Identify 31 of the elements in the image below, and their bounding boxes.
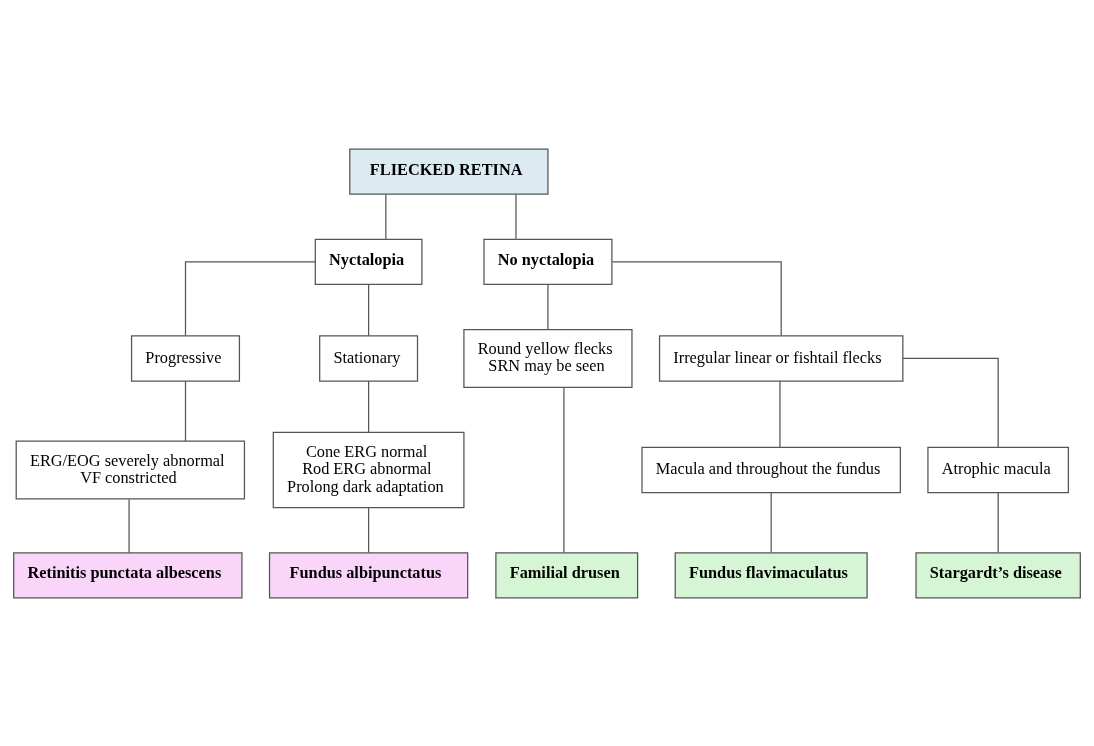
connector	[779, 379, 781, 448]
connector	[385, 193, 387, 239]
node-box: Progressive	[130, 334, 241, 382]
node-box: Stargardt’s disease	[915, 551, 1081, 599]
connector	[367, 283, 370, 336]
node-box: Nyctalopia	[314, 238, 423, 285]
connector	[563, 386, 565, 553]
node-box: ERG/EOG severely abnormal VF constricted	[15, 440, 246, 500]
connector	[902, 357, 999, 448]
connector	[770, 491, 772, 553]
connector	[184, 379, 187, 442]
node-box: Round yellow flecks SRN may be seen	[463, 328, 633, 388]
node-box: Cone ERG normal Rod ERG abnormal Prolong dark adaptation	[272, 431, 465, 508]
node-box: Stationary	[319, 334, 419, 382]
connector	[611, 260, 782, 336]
node-box: Irregular linear or fishtail flecks	[658, 334, 904, 382]
connector	[184, 260, 316, 336]
node-box: Retinitis punctata albescens	[13, 551, 243, 599]
connector	[997, 491, 999, 553]
connector	[367, 379, 370, 433]
node-box: Familial drusen	[495, 551, 639, 599]
node-box: Fundus albipunctatus	[268, 551, 469, 599]
node-box: No nyctalopia	[483, 238, 613, 285]
node-box: Macula and throughout the fundus	[641, 446, 901, 493]
node-box: Atrophic macula	[927, 446, 1069, 493]
connector	[547, 283, 549, 330]
connector	[367, 506, 370, 553]
node-box: FLIECKED RETINA	[349, 147, 549, 195]
connector	[128, 498, 130, 553]
connector	[515, 193, 517, 239]
node-box: Fundus flavimaculatus	[674, 551, 868, 599]
